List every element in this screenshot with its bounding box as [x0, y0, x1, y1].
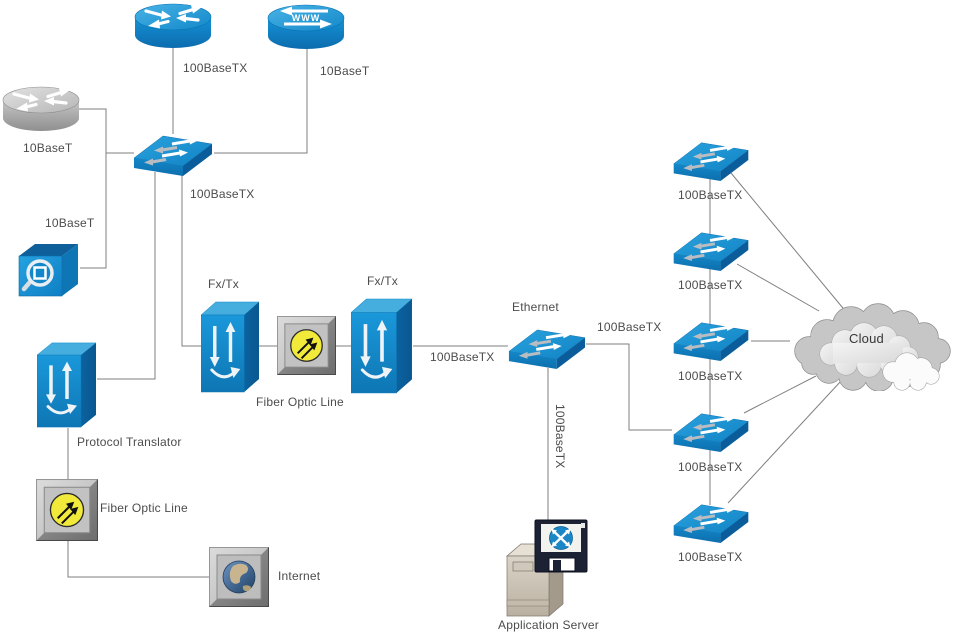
label-translator: Protocol Translator — [77, 435, 182, 449]
label-lan-switch-5: 100BaseTX — [678, 550, 743, 564]
label-main-hub: 100BaseTX — [190, 187, 255, 201]
label-fxtx-right: Fx/Tx — [367, 274, 398, 288]
lan-switch-5[interactable] — [671, 500, 751, 544]
label-gray-router: 10BaseT — [23, 141, 73, 155]
label-fiber-mid: Fiber Optic Line — [256, 395, 344, 409]
label-lan-switch-3: 100BaseTX — [678, 369, 743, 383]
ethernet-switch[interactable] — [507, 325, 587, 370]
label-www-router: 10BaseT — [320, 64, 370, 78]
inspector-cube[interactable] — [17, 242, 79, 298]
fiber-optic-device-mid[interactable] — [277, 316, 336, 375]
router-gray[interactable] — [1, 84, 81, 136]
label-link-eth-lan: 100BaseTX — [597, 320, 662, 334]
fxtx-converter-right[interactable] — [351, 298, 413, 394]
lan-switch-4[interactable] — [671, 409, 751, 453]
label-top-router: 100BaseTX — [183, 61, 248, 75]
label-lan-switch-2: 100BaseTX — [678, 278, 743, 292]
fxtx-converter-left[interactable] — [201, 301, 260, 393]
label-link-server: 100BaseTX — [553, 404, 567, 469]
label-cloud: Cloud — [849, 331, 884, 346]
label-ethernet: Ethernet — [512, 300, 559, 314]
fiber-optic-device-bottom[interactable] — [36, 479, 98, 541]
main-hub-switch[interactable] — [132, 131, 214, 177]
lan-switch-3[interactable] — [671, 318, 751, 362]
label-lan-switch-1: 100BaseTX — [678, 188, 743, 202]
lan-switch-1[interactable] — [671, 138, 751, 182]
lan-switch-2[interactable] — [671, 228, 751, 272]
label-lan-switch-4: 100BaseTX — [678, 460, 743, 474]
www-router[interactable]: WWW — [266, 3, 346, 53]
label-inspector: 10BaseT — [45, 216, 95, 230]
label-fiber-bottom: Fiber Optic Line — [100, 501, 188, 515]
protocol-translator[interactable] — [37, 342, 97, 428]
application-server[interactable] — [505, 518, 593, 620]
label-internet: Internet — [278, 569, 321, 583]
label-link-mid: 100BaseTX — [430, 350, 495, 364]
label-fxtx-left: Fx/Tx — [208, 277, 239, 291]
www-icon-text: WWW — [292, 13, 320, 23]
router-blue[interactable] — [133, 2, 213, 52]
internet-globe-device[interactable] — [209, 546, 269, 608]
label-app-server: Application Server — [498, 618, 599, 632]
